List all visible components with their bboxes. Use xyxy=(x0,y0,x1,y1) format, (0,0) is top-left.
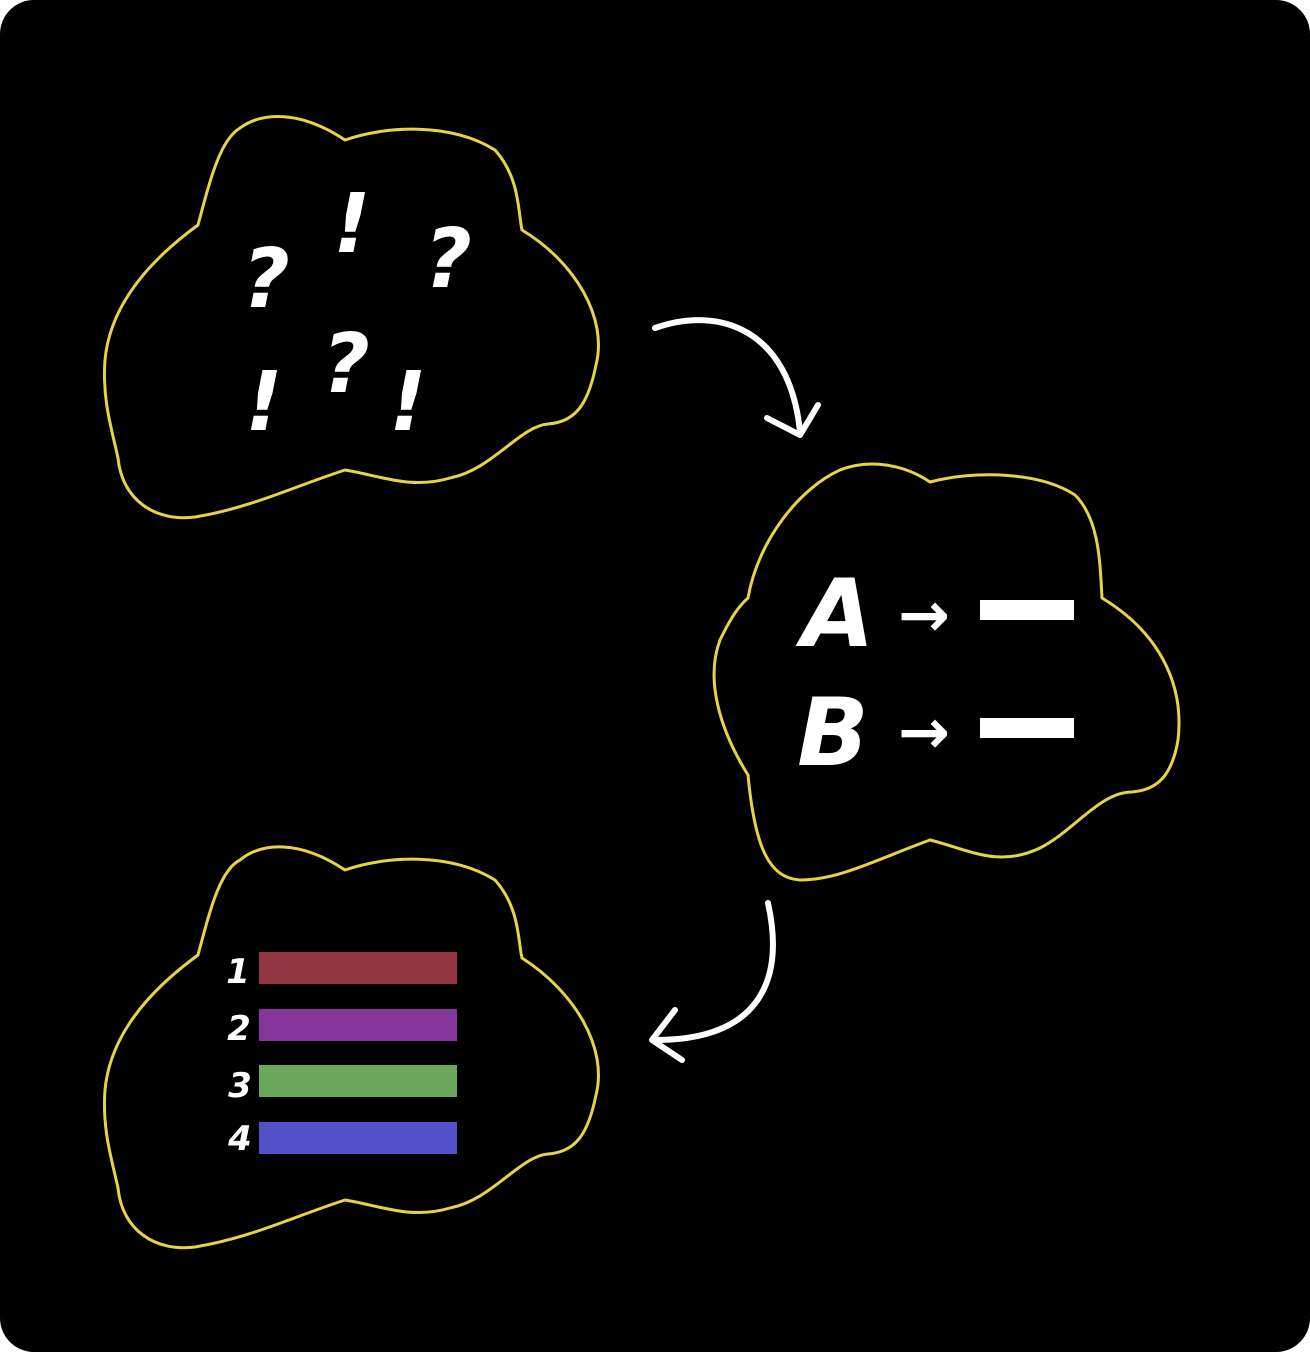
question-mark-1: ? xyxy=(242,232,290,327)
arrow-confusion-to-mapping xyxy=(652,317,821,438)
exclamation-mark-3: ! xyxy=(389,355,426,450)
mapping-blank-a xyxy=(980,600,1074,620)
list-bar-4 xyxy=(259,1122,457,1154)
list-item-3: 3 xyxy=(228,1065,457,1106)
list-bar-2 xyxy=(259,1009,457,1041)
list-number-3: 3 xyxy=(228,1066,252,1106)
list-number-4: 4 xyxy=(227,1119,252,1159)
mapping-key-a: A xyxy=(795,560,875,669)
cloud-mapping: A → B → xyxy=(712,462,1181,882)
mapping-arrow-a: → xyxy=(898,578,950,651)
exclamation-mark-1: ! xyxy=(333,177,370,272)
arrow-mapping-to-ordered xyxy=(649,900,776,1063)
mapping-blank-b xyxy=(980,718,1074,738)
arrow-1-curve xyxy=(652,317,803,435)
list-item-4: 4 xyxy=(227,1119,457,1159)
list-item-1: 1 xyxy=(226,952,457,992)
arrow-2-curve xyxy=(652,900,776,1043)
arrow-1-head xyxy=(764,402,821,438)
cloud-ordered: 1 2 3 4 xyxy=(102,845,600,1250)
exclamation-mark-2: ! xyxy=(245,355,282,450)
question-mark-2: ? xyxy=(424,212,472,307)
mapping-key-b: B xyxy=(797,679,869,788)
question-mark-3: ? xyxy=(322,317,370,412)
cloud-confusion: ? ! ? ! ? ! xyxy=(102,115,600,520)
cloud-ordered-outline xyxy=(102,845,600,1250)
list-bar-3 xyxy=(259,1065,457,1097)
arrow-2-head xyxy=(649,1007,685,1063)
list-number-1: 1 xyxy=(226,952,250,992)
list-bar-1 xyxy=(259,952,457,984)
list-item-2: 2 xyxy=(227,1009,457,1049)
cloud-confusion-outline xyxy=(102,115,600,520)
cloud-mapping-outline xyxy=(712,462,1181,882)
list-number-2: 2 xyxy=(227,1009,251,1049)
mapping-arrow-b: → xyxy=(898,695,950,768)
